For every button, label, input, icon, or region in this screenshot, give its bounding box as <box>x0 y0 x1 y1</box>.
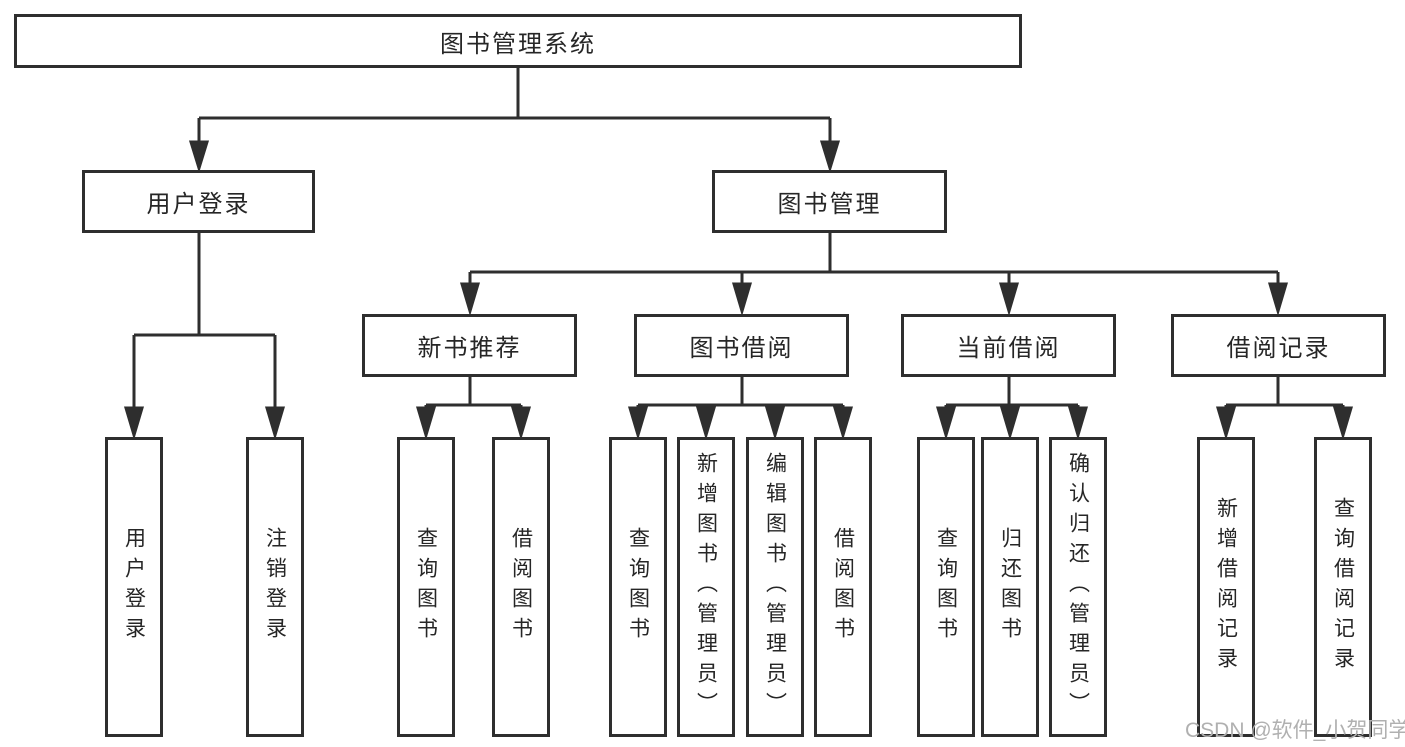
leaf-logout: 注销登录 <box>246 437 304 737</box>
connector-login-to-leaves <box>123 233 286 441</box>
leaf-add-books-admin-label: 新增图书（管理员） <box>694 452 718 722</box>
leaf-edit-books-admin: 编辑图书（管理员） <box>746 437 804 737</box>
connector-currentborrow-to-leaves <box>935 377 1089 441</box>
connector-root-to-level2 <box>188 68 841 174</box>
node-borrow-records-label: 借阅记录 <box>1226 335 1331 362</box>
connector-bookborrow-to-leaves <box>627 377 854 441</box>
connector-records-to-leaves <box>1215 377 1354 441</box>
leaf-return-books-label: 归还图书 <box>998 527 1022 647</box>
leaf-query-books-3-label: 查询图书 <box>934 527 958 647</box>
leaf-add-books-admin: 新增图书（管理员） <box>677 437 735 737</box>
leaf-borrow-books-2: 借阅图书 <box>814 437 872 737</box>
node-book-management-label: 图书管理 <box>777 191 882 218</box>
node-current-borrow: 当前借阅 <box>901 314 1116 377</box>
node-user-login: 用户登录 <box>82 170 315 233</box>
leaf-return-books: 归还图书 <box>981 437 1039 737</box>
leaf-confirm-return-admin: 确认归还（管理员） <box>1049 437 1107 737</box>
node-new-book-recommend: 新书推荐 <box>362 314 577 377</box>
node-library-management-system-label: 图书管理系统 <box>440 30 596 58</box>
leaf-edit-books-admin-label: 编辑图书（管理员） <box>763 452 787 722</box>
connector-bookmgmt-to-level3 <box>459 233 1289 317</box>
leaf-add-borrow-record: 新增借阅记录 <box>1197 437 1255 737</box>
node-new-book-recommend-label: 新书推荐 <box>417 335 522 362</box>
node-borrow-records: 借阅记录 <box>1171 314 1386 377</box>
leaf-add-borrow-record-label: 新增借阅记录 <box>1214 497 1238 677</box>
node-book-borrow-label: 图书借阅 <box>689 335 794 362</box>
leaf-query-books-2-label: 查询图书 <box>626 527 650 647</box>
node-book-borrow: 图书借阅 <box>634 314 849 377</box>
node-current-borrow-label: 当前借阅 <box>956 335 1061 362</box>
leaf-logout-label: 注销登录 <box>263 527 287 647</box>
leaf-query-books-1: 查询图书 <box>397 437 455 737</box>
leaf-borrow-books-1-label: 借阅图书 <box>509 527 533 647</box>
leaf-borrow-books-2-label: 借阅图书 <box>831 527 855 647</box>
connector-newrecommend-to-leaves <box>415 377 532 441</box>
node-user-login-label: 用户登录 <box>146 191 251 218</box>
leaf-query-borrow-record-label: 查询借阅记录 <box>1331 497 1355 677</box>
node-library-management-system: 图书管理系统 <box>14 14 1022 68</box>
node-book-management: 图书管理 <box>712 170 947 233</box>
leaf-query-books-3: 查询图书 <box>917 437 975 737</box>
leaf-user-login-label: 用户登录 <box>122 527 146 647</box>
leaf-confirm-return-admin-label: 确认归还（管理员） <box>1066 452 1090 722</box>
leaf-query-borrow-record: 查询借阅记录 <box>1314 437 1372 737</box>
leaf-borrow-books-1: 借阅图书 <box>492 437 550 737</box>
csdn-watermark: CSDN @软件_小贺同学 <box>1185 719 1405 742</box>
leaf-user-login: 用户登录 <box>105 437 163 737</box>
leaf-query-books-1-label: 查询图书 <box>414 527 438 647</box>
leaf-query-books-2: 查询图书 <box>609 437 667 737</box>
